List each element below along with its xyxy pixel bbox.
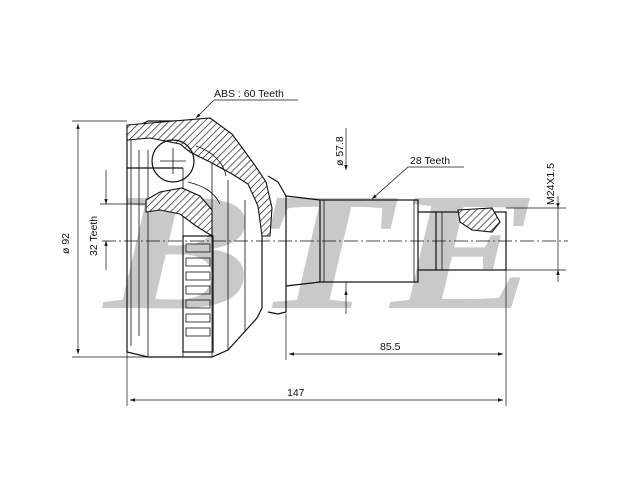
- dim-seal-diameter: ø 57.8: [334, 128, 348, 314]
- outer-diameter-label: ø 92: [60, 233, 72, 254]
- inner-teeth-label: 32 Teeth: [88, 216, 100, 256]
- leader-abs: ABS : 60 Teeth: [195, 88, 298, 119]
- dim-total-length: 147: [126, 352, 507, 406]
- dim-thread: M24X1.5: [506, 163, 566, 282]
- total-length-label: 147: [287, 387, 305, 399]
- thread-section: [457, 207, 501, 233]
- seal-diameter-label: ø 57.8: [334, 136, 346, 166]
- watermark-logo: BTE: [101, 159, 540, 345]
- leader-spline: 28 Teeth: [371, 155, 464, 200]
- ball-cage: [151, 139, 227, 205]
- shaft-neck: [267, 175, 321, 315]
- ball: [151, 139, 195, 183]
- spline-teeth-label: 28 Teeth: [410, 155, 450, 167]
- shaft-length-label: 85.5: [380, 341, 401, 353]
- dim-outer-diameter: ø 92: [60, 120, 148, 358]
- abs-label: ABS : 60 Teeth: [214, 88, 284, 100]
- dim-shaft-length: 85.5: [285, 270, 507, 360]
- abs-ring: [182, 235, 214, 353]
- dim-inner-teeth: 32 Teeth: [88, 170, 146, 270]
- thread-label: M24X1.5: [545, 163, 557, 205]
- housing-section-upper: [126, 117, 273, 237]
